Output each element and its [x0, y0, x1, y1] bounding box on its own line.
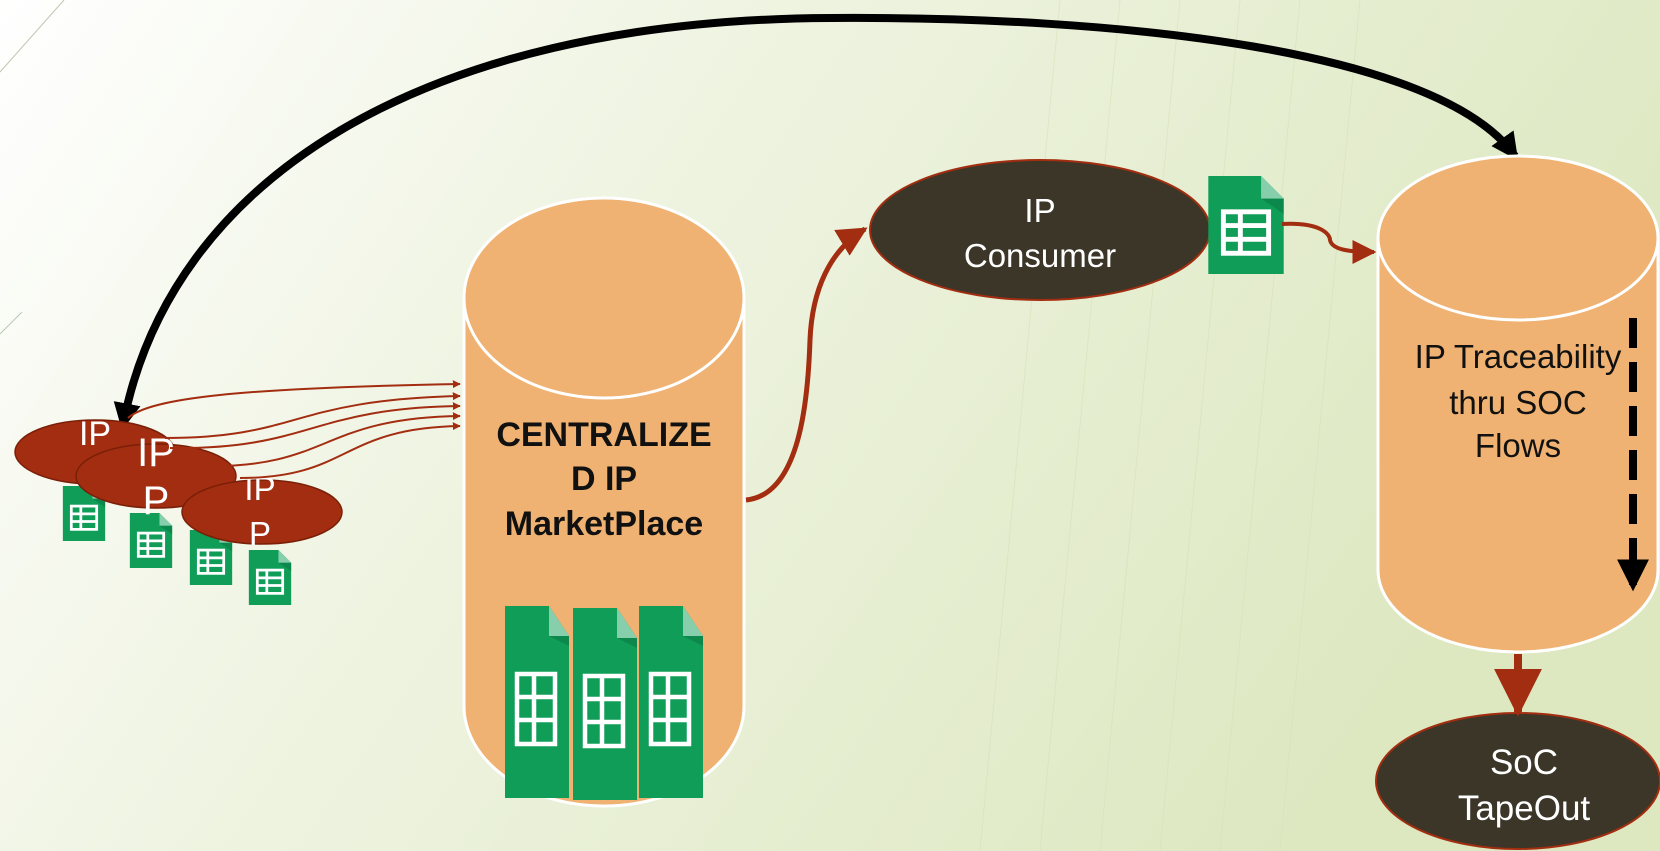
ip-producer-label: IP [79, 415, 111, 453]
marketplace-label-line1: CENTRALIZE [496, 416, 711, 454]
ip-producer-node [75, 443, 237, 509]
spreadsheet-icon [639, 606, 703, 798]
feedback-arrow [113, 13, 1519, 431]
traceability-label-line3: Flows [1475, 427, 1561, 464]
producer-arrow [239, 422, 461, 479]
producer-arrow [127, 380, 461, 419]
consumer-sheet-to-traceability-arrow [1281, 221, 1377, 264]
corner-decoration [0, 311, 23, 335]
traceability-cylinder [1376, 154, 1660, 654]
marketplace-to-consumer-arrow [745, 226, 868, 503]
ip-producer-label: P [143, 479, 170, 523]
traceability-label-line1: IP Traceability [1415, 338, 1622, 375]
consumer-label-line1: IP [1024, 192, 1055, 229]
corner-decoration [0, 0, 65, 73]
spreadsheet-icon [505, 606, 569, 798]
ip-producer-node [181, 479, 343, 545]
marketplace-label-line3: MarketPlace [505, 505, 703, 543]
producer-arrow [169, 402, 461, 450]
ip-producer-label: P [249, 515, 271, 552]
tapeout-label-line1: SoC [1490, 743, 1558, 782]
spreadsheet-icon [573, 608, 637, 800]
tapeout-label-line2: TapeOut [1458, 789, 1591, 828]
consumer-label-line2: Consumer [964, 237, 1116, 274]
producer-to-marketplace-arrows [127, 380, 461, 479]
producer-arrow [164, 392, 461, 439]
spreadsheet-icon [247, 550, 293, 605]
consumer-node [869, 159, 1211, 301]
marketplace-label-line2: D IP [571, 460, 637, 498]
producer-arrow [204, 412, 461, 468]
spreadsheet-icon [1208, 176, 1283, 274]
traceability-label-line2: thru SOC [1449, 384, 1587, 421]
